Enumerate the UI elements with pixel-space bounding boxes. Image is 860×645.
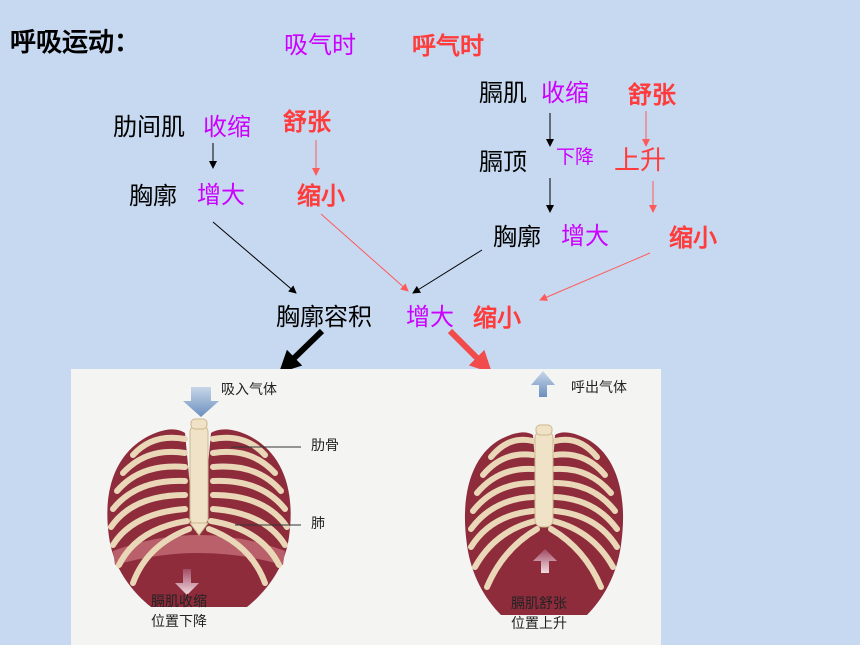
diaphragm-exhale: 舒张 bbox=[628, 81, 676, 109]
volume-inhale: 增大 bbox=[406, 303, 454, 331]
big-arrow-exhale bbox=[447, 328, 493, 374]
expanded-rib-cage bbox=[107, 387, 301, 607]
contracted-rib-cage bbox=[464, 371, 624, 615]
dome-inhale: 下降 bbox=[556, 146, 595, 168]
caption-left-bottom-1: 膈肌收缩 bbox=[151, 594, 207, 610]
right-thorax-exhale: 缩小 bbox=[669, 224, 717, 252]
diaphragm-inhale: 收缩 bbox=[541, 79, 589, 107]
volume-exhale: 缩小 bbox=[473, 304, 521, 332]
legend-inhale: 吸气时 bbox=[284, 31, 356, 59]
page-title: 呼吸运动： bbox=[10, 28, 141, 58]
rib-cage-illustration bbox=[107, 371, 624, 615]
caption-rib: 肋骨 bbox=[311, 438, 339, 454]
caption-left-bottom-2: 位置下降 bbox=[151, 614, 207, 630]
caption-lung: 肺 bbox=[311, 516, 325, 532]
dome-label: 膈顶 bbox=[479, 148, 527, 176]
diaphragm-label: 膈肌 bbox=[479, 79, 527, 107]
left-thorax-inhale: 增大 bbox=[197, 181, 245, 209]
intercostal-inhale: 收缩 bbox=[203, 113, 251, 141]
left-thorax-label: 胸廓 bbox=[129, 182, 177, 210]
rib-cage-figure: 吸入气体 肋骨 肺 膈肌收缩 位置下降 呼出气体 膈肌舒张 位置上升 bbox=[71, 369, 661, 645]
left-thorax-exhale: 缩小 bbox=[297, 182, 345, 210]
legend-exhale: 呼气时 bbox=[412, 32, 484, 60]
caption-exhaled-air: 呼出气体 bbox=[571, 380, 627, 396]
volume-label: 胸廓容积 bbox=[276, 303, 372, 331]
intercostal-exhale: 舒张 bbox=[283, 108, 331, 136]
caption-inhaled-air: 吸入气体 bbox=[221, 382, 277, 398]
caption-right-bottom-1: 膈肌舒张 bbox=[511, 596, 567, 612]
arrow-left-thorax-inhale bbox=[212, 221, 297, 294]
arrow-right-thorax-inhale bbox=[412, 249, 483, 294]
right-thorax-label: 胸廓 bbox=[493, 223, 541, 251]
big-arrow-inhale bbox=[278, 328, 325, 373]
dome-exhale: 上升 bbox=[614, 146, 667, 176]
arrow-right-thorax-exhale bbox=[539, 252, 651, 301]
intercostal-muscle-label: 肋间肌 bbox=[113, 113, 185, 141]
arrow-left-thorax-exhale bbox=[320, 213, 409, 292]
right-thorax-inhale: 增大 bbox=[561, 222, 609, 250]
caption-right-bottom-2: 位置上升 bbox=[511, 616, 567, 632]
